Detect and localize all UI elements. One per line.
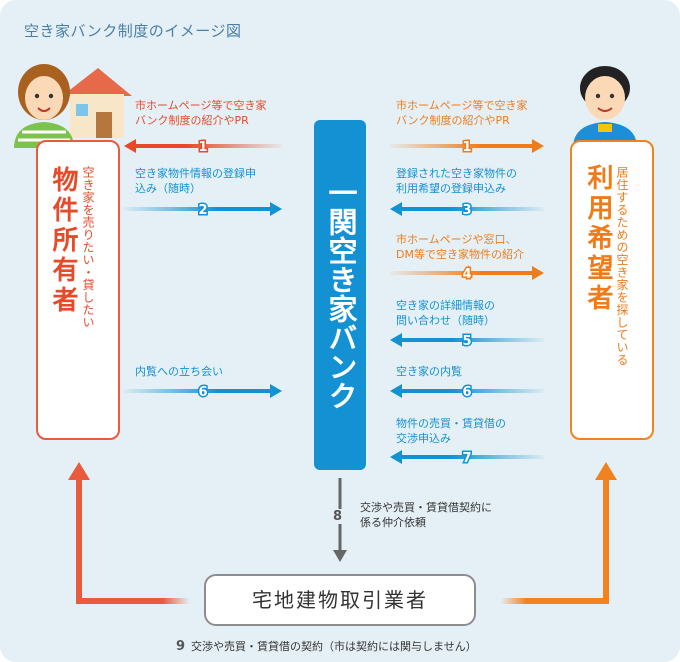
flow-number: 7 (462, 451, 471, 466)
flow-arrowhead (390, 202, 402, 216)
flow-right-4-label: 市ホームページや窓口、DM等で空き家物件の紹介 (396, 232, 524, 262)
flow9-text: 交渉や売買・賃貸借の契約（市は契約には関与しません） (191, 640, 477, 653)
flow-left-6-label: 内覧への立ち会い (135, 364, 223, 379)
flow-arrow-l-1: 1 (124, 139, 282, 155)
flow-arrow-r-6: 6 (390, 384, 544, 400)
flow-arrow-r-5: 5 (390, 333, 544, 349)
flow-arrow-r-1: 1 (390, 139, 544, 155)
flow-number: 1 (462, 140, 471, 155)
flow-right-5-label: 空き家の詳細情報の問い合わせ（随時） (396, 298, 495, 328)
flow-arrow-r-4: 4 (390, 266, 544, 282)
flow-number: 5 (462, 334, 471, 349)
flow-arrowhead (270, 384, 282, 398)
flow-number: 4 (462, 267, 471, 282)
flow-arrowhead (390, 450, 402, 464)
flow-right-1-label: 市ホームページ等で空き家バンク制度の紹介やPR (396, 98, 527, 128)
flow8-number: 8 (333, 509, 342, 524)
flow-arrow-l-2: 2 (124, 202, 282, 218)
flow9-number: 9 (176, 639, 185, 654)
flow-number: 6 (462, 385, 471, 400)
flow-arrowhead (390, 333, 402, 347)
flow-left-1-label: 市ホームページ等で空き家バンク制度の紹介やPR (135, 98, 266, 128)
flow-number: 6 (198, 385, 207, 400)
flow-arrow-r-3: 3 (390, 202, 544, 218)
flow8-label: 交渉や売買・賃貸借契約に係る仲介依頼 (360, 500, 492, 530)
flow-arrowhead (390, 384, 402, 398)
agent-label: 宅地建物取引業者 (204, 574, 476, 626)
flow-number: 3 (462, 203, 471, 218)
flow-arrowhead (270, 202, 282, 216)
flow-arrowhead (532, 266, 544, 280)
flow-arrow-r-7: 7 (390, 450, 544, 466)
flow-arrowhead (124, 139, 136, 153)
flow-right-7-label: 物件の売買・賃貸借の交渉申込み (396, 416, 506, 446)
flow-arrowhead (532, 139, 544, 153)
flow-left-2-label: 空き家物件情報の登録申込み（随時） (135, 166, 256, 196)
flow-number: 1 (198, 140, 207, 155)
flow9-note: 9 交渉や売買・賃貸借の契約（市は契約には関与しません） (176, 638, 477, 654)
flow-number: 2 (198, 203, 207, 218)
flow-right-3-label: 登録された空き家物件の利用希望の登録申込み (396, 166, 517, 196)
flow-right-6-label: 空き家の内覧 (396, 364, 462, 379)
flow-arrow-l-6: 6 (124, 384, 282, 400)
